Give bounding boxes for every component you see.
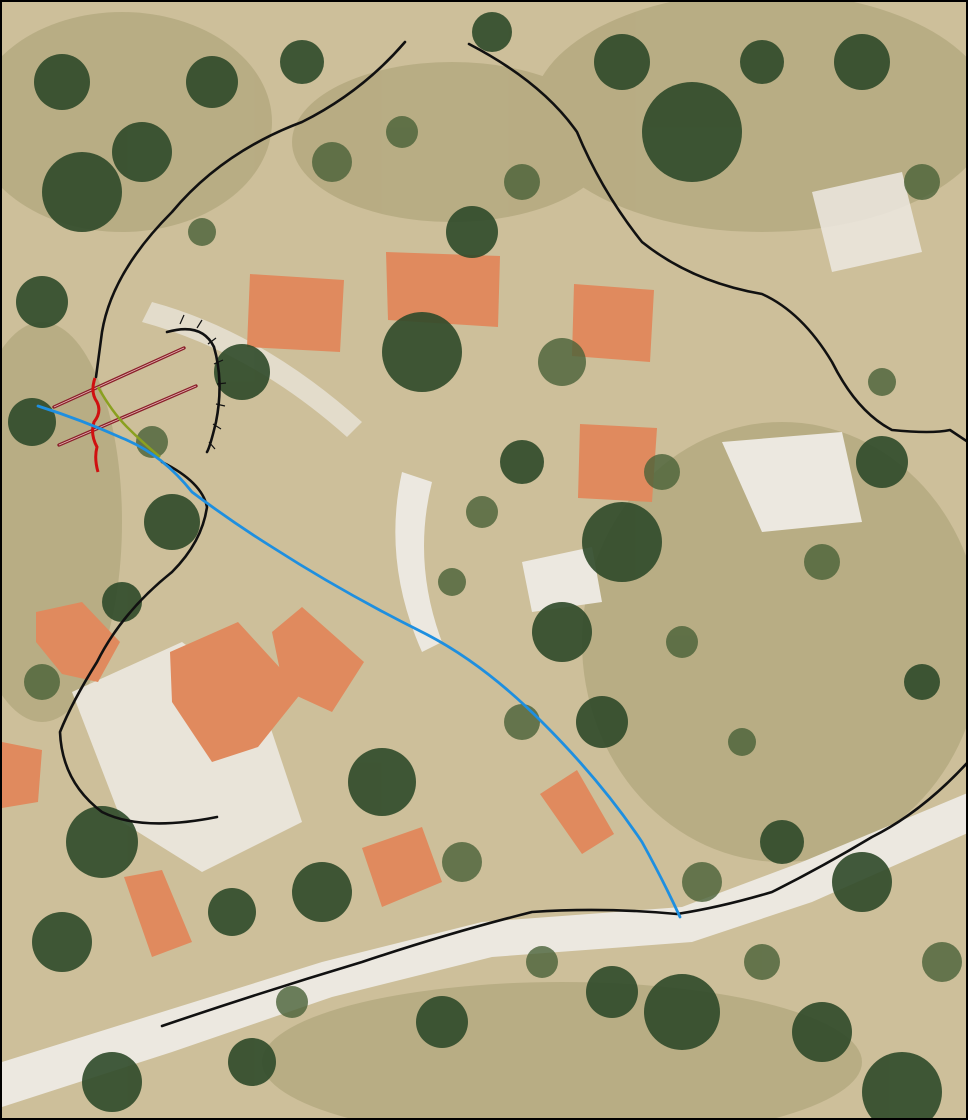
drainage-line (36, 404, 682, 919)
boundary-east-arc (467, 42, 966, 443)
tree-canopy (8, 12, 962, 1118)
boundary-south-road (160, 762, 966, 1028)
roof-layer (2, 252, 657, 957)
paved-layer (2, 172, 966, 1107)
hachured-scarp (179, 314, 227, 450)
watershed-boundary (58, 40, 966, 1028)
boundary-north-arc (94, 40, 407, 379)
channel-trace-red (91, 377, 101, 473)
channel-trace-green (96, 386, 161, 458)
boundary-west-arc (58, 460, 219, 825)
